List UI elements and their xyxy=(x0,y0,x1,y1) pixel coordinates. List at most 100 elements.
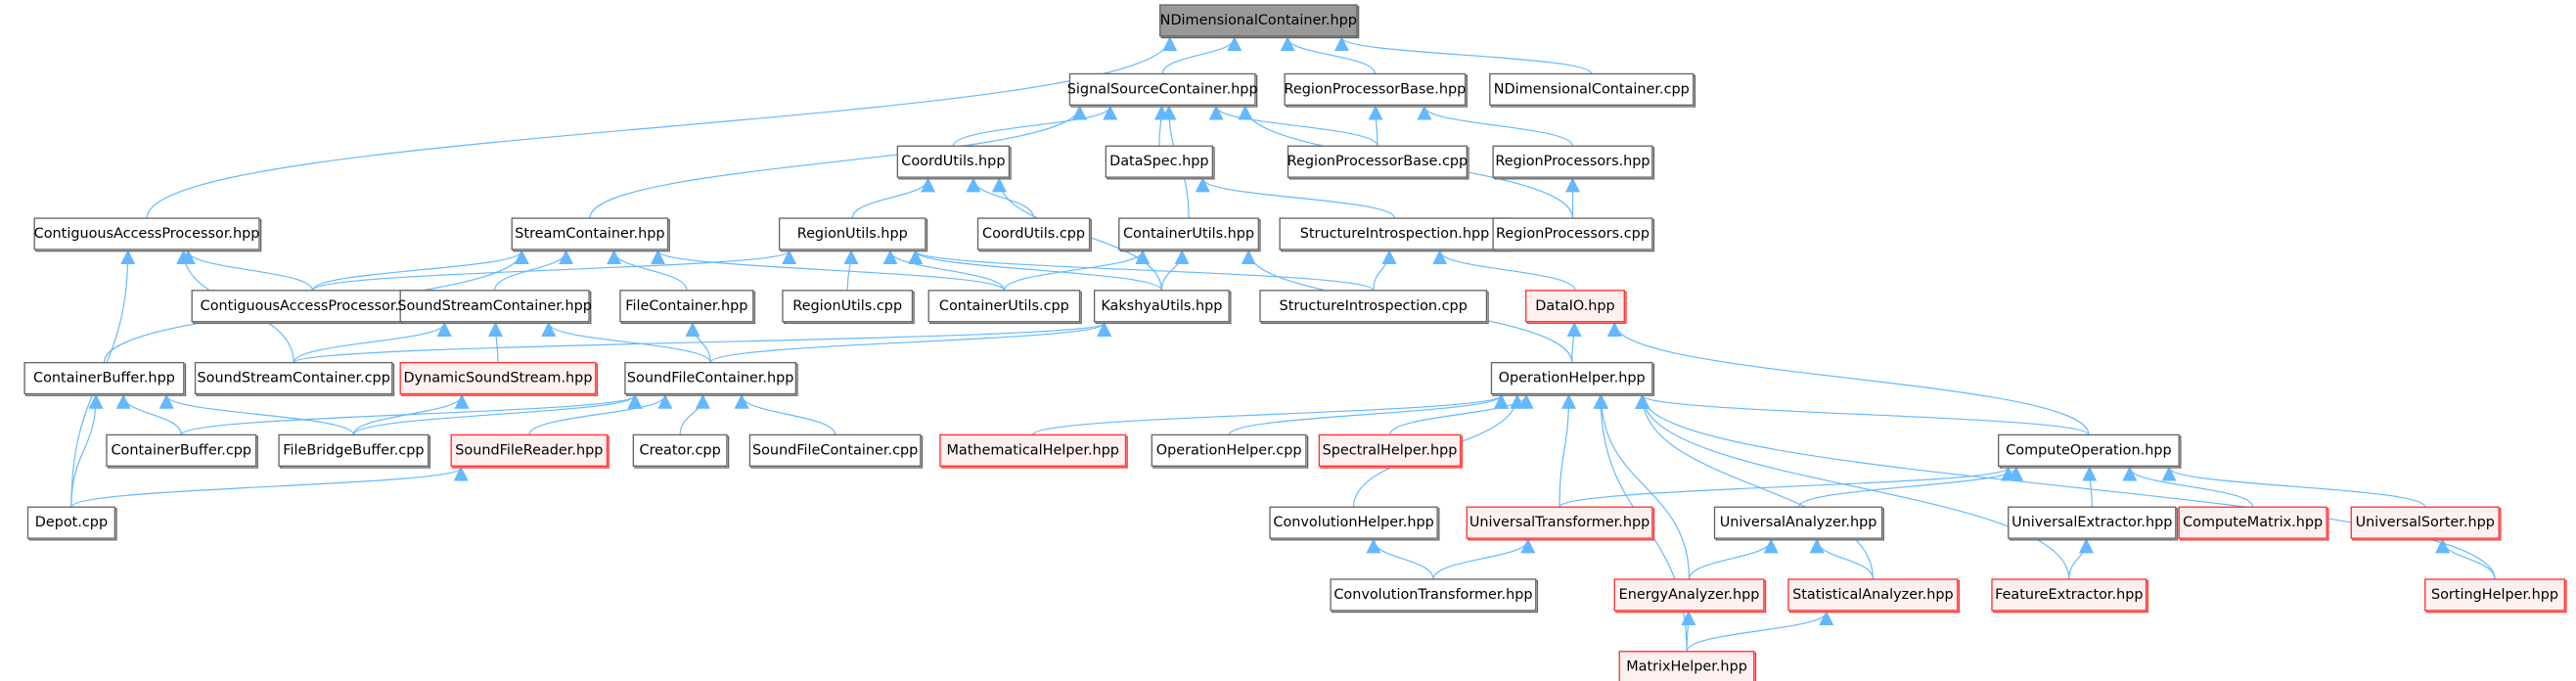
node-statisticalanalyzer-hpp[interactable]: StatisticalAnalyzer.hpp xyxy=(1787,578,1961,613)
node-streamcontainer-hpp[interactable]: StreamContainer.hpp xyxy=(511,217,670,252)
edge-universalextractor-hpp-to-computeoperation-hpp xyxy=(2082,466,2098,508)
edge-soundstreamcontainer-cpp-to-kakshyautils-hpp xyxy=(293,321,1111,364)
node-box xyxy=(194,361,393,395)
node-ndimensionalcontainer-hpp[interactable]: NDimensionalContainer.hpp xyxy=(1159,4,1360,39)
node-sortinghelper-hpp[interactable]: SortingHelper.hpp xyxy=(2424,578,2567,613)
node-label: Depot.cpp xyxy=(35,515,108,530)
node-containerbuffer-hpp[interactable]: ContainerBuffer.hpp xyxy=(23,361,187,396)
node-coordutils-hpp[interactable]: CoordUtils.hpp xyxy=(896,145,1012,180)
node-universaltransformer-hpp[interactable]: UniversalTransformer.hpp xyxy=(1466,506,1655,541)
node-label: DynamicSoundStream.hpp xyxy=(403,371,592,386)
node-coordutils-cpp[interactable]: CoordUtils.cpp xyxy=(976,217,1092,252)
node-mathematicalhelper-hpp[interactable]: MathematicalHelper.hpp xyxy=(939,433,1128,469)
node-regionutils-cpp[interactable]: RegionUtils.cpp xyxy=(782,290,915,325)
node-dataio-hpp[interactable]: DataIO.hpp xyxy=(1525,290,1627,325)
node-featureextractor-hpp[interactable]: FeatureExtractor.hpp xyxy=(1991,578,2148,613)
node-label: SpectralHelper.hpp xyxy=(1323,442,1458,458)
node-creator-cpp[interactable]: Creator.cpp xyxy=(632,433,730,469)
node-structureintrospection-cpp[interactable]: StructureIntrospection.cpp xyxy=(1259,290,1489,325)
node-box xyxy=(1118,217,1259,250)
node-box xyxy=(2008,506,2177,539)
node-label: SoundFileContainer.cpp xyxy=(752,442,918,458)
node-containerutils-hpp[interactable]: ContainerUtils.hpp xyxy=(1118,217,1261,252)
edge-regionprocessorbase-hpp-to-ndimensionalcontainer-hpp xyxy=(1280,36,1376,74)
node-regionutils-hpp[interactable]: RegionUtils.hpp xyxy=(778,217,928,252)
node-regionprocessors-cpp[interactable]: RegionProcessors.cpp xyxy=(1492,217,1655,252)
edge-statisticalanalyzer-hpp-to-operationhelper-hpp xyxy=(1635,393,1874,580)
node-universalanalyzer-hpp[interactable]: UniversalAnalyzer.hpp xyxy=(1713,506,1884,541)
node-dynamicsoundstream-hpp[interactable]: DynamicSoundStream.hpp xyxy=(399,361,599,396)
node-box xyxy=(1151,433,1307,467)
node-computematrix-hpp[interactable]: ComputeMatrix.hpp xyxy=(2178,506,2329,541)
edge-soundfilecontainer-hpp-to-kakshyautils-hpp xyxy=(709,321,1111,364)
node-operationhelper-hpp[interactable]: OperationHelper.hpp xyxy=(1490,361,1655,396)
node-convolutionhelper-hpp[interactable]: ConvolutionHelper.hpp xyxy=(1269,506,1440,541)
node-label: RegionProcessors.cpp xyxy=(1496,226,1650,242)
node-universalsorter-hpp[interactable]: UniversalSorter.hpp xyxy=(2350,506,2502,541)
node-regionprocessorbase-hpp[interactable]: RegionProcessorBase.hpp xyxy=(1284,72,1468,108)
node-filebridgebuffer-cpp[interactable]: FileBridgeBuffer.cpp xyxy=(278,433,431,469)
node-regionprocessors-hpp[interactable]: RegionProcessors.hpp xyxy=(1492,145,1655,180)
edge-matrixhelper-hpp-to-statisticalanalyzer-hpp xyxy=(1686,611,1834,653)
node-label: MathematicalHelper.hpp xyxy=(946,442,1118,458)
node-contiguousaccessprocessor-cpp[interactable]: ContiguousAccessProcessor.cpp xyxy=(191,290,436,325)
node-box xyxy=(1613,578,1765,612)
node-soundfilecontainer-cpp[interactable]: SoundFileContainer.cpp xyxy=(748,433,924,469)
edge-kakshyautils-hpp-to-regionutils-hpp xyxy=(908,250,1162,292)
edge-streamcontainer-hpp-to-signalsourcecontainer-hpp xyxy=(589,105,1087,219)
node-label: RegionUtils.hpp xyxy=(797,226,908,242)
node-contiguousaccessprocessor-hpp[interactable]: ContiguousAccessProcessor.hpp xyxy=(33,217,262,252)
node-label: ComputeMatrix.hpp xyxy=(2183,515,2323,530)
node-box xyxy=(1259,290,1488,323)
node-soundstreamcontainer-hpp[interactable]: SoundStreamContainer.hpp xyxy=(397,290,592,325)
node-label: RegionProcessors.hpp xyxy=(1495,154,1650,169)
edge-soundstreamcontainer-cpp-to-soundstreamcontainer-hpp xyxy=(293,321,452,363)
node-spectralhelper-hpp[interactable]: SpectralHelper.hpp xyxy=(1318,433,1463,469)
node-box xyxy=(1489,72,1695,107)
node-label: SoundStreamContainer.hpp xyxy=(397,298,592,314)
node-convolutiontransformer-hpp[interactable]: ConvolutionTransformer.hpp xyxy=(1330,578,1539,613)
node-soundfilecontainer-hpp[interactable]: SoundFileContainer.hpp xyxy=(624,361,798,396)
edge-sortinghelper-hpp-to-universalsorter-hpp xyxy=(2435,538,2496,580)
node-soundstreamcontainer-cpp[interactable]: SoundStreamContainer.cpp xyxy=(194,361,395,396)
edge-energyanalyzer-hpp-to-operationhelper-hpp xyxy=(1594,393,1691,580)
node-universalextractor-hpp[interactable]: UniversalExtractor.hpp xyxy=(2008,506,2179,541)
node-label: Creator.cpp xyxy=(640,442,721,458)
node-label: StreamContainer.hpp xyxy=(515,226,664,242)
node-kakshyautils-hpp[interactable]: KakshyaUtils.hpp xyxy=(1093,290,1232,325)
node-label: SoundFileReader.hpp xyxy=(455,442,603,458)
node-box xyxy=(1159,4,1358,37)
node-containerbuffer-cpp[interactable]: ContainerBuffer.cpp xyxy=(106,433,258,469)
node-box xyxy=(2178,506,2327,539)
edges-layer xyxy=(70,36,2496,653)
node-operationhelper-cpp[interactable]: OperationHelper.cpp xyxy=(1151,433,1309,469)
node-computeoperation-hpp[interactable]: ComputeOperation.hpp xyxy=(1998,433,2182,469)
node-filecontainer-hpp[interactable]: FileContainer.hpp xyxy=(619,290,756,325)
node-label: FeatureExtractor.hpp xyxy=(1995,587,2143,603)
node-box xyxy=(278,433,429,467)
node-label: CoordUtils.hpp xyxy=(901,154,1005,169)
node-depot-cpp[interactable]: Depot.cpp xyxy=(26,506,117,541)
node-box xyxy=(1068,72,1256,107)
edge-convolutiontransformer-hpp-to-universaltransformer-hpp xyxy=(1432,538,1536,580)
node-box xyxy=(748,433,922,467)
edge-containerbuffer-cpp-to-containerbuffer-hpp xyxy=(115,393,182,435)
node-energyanalyzer-hpp[interactable]: EnergyAnalyzer.hpp xyxy=(1613,578,1767,613)
node-regionprocessorbase-cpp[interactable]: RegionProcessorBase.cpp xyxy=(1288,145,1469,180)
node-containerutils-cpp[interactable]: ContainerUtils.cpp xyxy=(927,290,1082,325)
node-label: MatrixHelper.hpp xyxy=(1626,659,1747,675)
node-ndimensionalcontainer-cpp[interactable]: NDimensionalContainer.cpp xyxy=(1489,72,1696,108)
nodes-layer: NDimensionalContainer.hppSignalSourceCon… xyxy=(23,4,2567,681)
edge-operationhelper-hpp-to-dataio-hpp xyxy=(1566,321,1582,363)
node-box xyxy=(976,217,1091,250)
node-label: SoundFileContainer.hpp xyxy=(627,371,794,386)
node-soundfilereader-hpp[interactable]: SoundFileReader.hpp xyxy=(450,433,610,469)
node-dataspec-hpp[interactable]: DataSpec.hpp xyxy=(1105,145,1215,180)
node-box xyxy=(1991,578,2147,612)
node-matrixhelper-hpp[interactable]: MatrixHelper.hpp xyxy=(1618,651,1757,681)
edge-universalsorter-hpp-to-computeoperation-hpp xyxy=(2161,466,2426,508)
node-signalsourcecontainer-hpp[interactable]: SignalSourceContainer.hpp xyxy=(1067,72,1258,108)
node-box xyxy=(1525,290,1625,323)
edge-filebridgebuffer-cpp-to-containerbuffer-hpp xyxy=(158,393,354,435)
node-structureintrospection-hpp[interactable]: StructureIntrospection.hpp xyxy=(1279,217,1513,252)
